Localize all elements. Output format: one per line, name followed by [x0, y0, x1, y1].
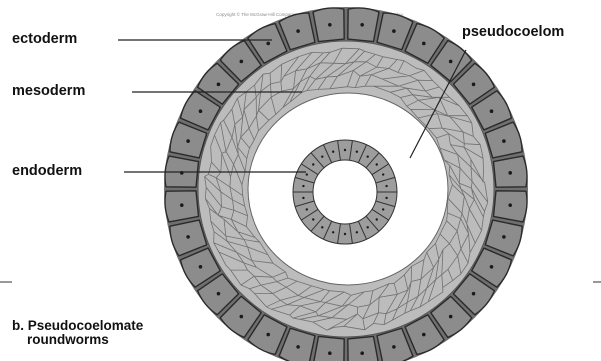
endoderm-nucleus	[321, 226, 323, 228]
figure-caption: b. Pseudocoelomate roundworms	[12, 319, 143, 347]
endoderm-nucleus	[367, 226, 369, 228]
endoderm-nucleus	[302, 185, 304, 187]
endoderm-nucleus	[332, 151, 334, 153]
ectoderm-nucleus	[490, 109, 494, 113]
endoderm-nucleus	[344, 233, 346, 235]
caption-line-1: b. Pseudocoelomate	[12, 319, 143, 333]
endoderm-nucleus	[306, 208, 308, 210]
ectoderm-nucleus	[392, 345, 396, 349]
ectoderm-nucleus	[266, 333, 270, 337]
ectoderm-nucleus	[508, 203, 512, 207]
endoderm-gut	[293, 140, 397, 244]
endoderm-nucleus	[321, 155, 323, 157]
ectoderm-nucleus	[217, 292, 221, 296]
endoderm-nucleus	[312, 218, 314, 220]
endoderm-nucleus	[385, 197, 387, 199]
ectoderm-nucleus	[472, 83, 476, 87]
ectoderm-nucleus	[328, 23, 332, 27]
endoderm-nucleus	[312, 163, 314, 165]
ectoderm-nucleus	[180, 203, 184, 207]
ectoderm-nucleus	[296, 345, 300, 349]
endoderm-nucleus	[302, 197, 304, 199]
ectoderm-nucleus	[328, 351, 332, 355]
ectoderm-nucleus	[360, 351, 364, 355]
ectoderm-nucleus	[217, 83, 221, 87]
ectoderm-nucleus	[199, 265, 203, 269]
endoderm-nucleus	[356, 231, 358, 233]
pseudocoelom-label: pseudocoelom	[462, 24, 564, 40]
ectoderm-cell	[313, 336, 344, 361]
ectoderm-nucleus	[199, 109, 203, 113]
endoderm-nucleus	[385, 185, 387, 187]
ectoderm-cell	[348, 336, 379, 361]
ectoderm-nucleus	[422, 333, 426, 337]
endoderm-nucleus	[382, 173, 384, 175]
endoderm-nucleus	[376, 163, 378, 165]
ectoderm-nucleus	[186, 235, 190, 239]
ectoderm-nucleus	[186, 139, 190, 143]
ectoderm-nucleus	[296, 29, 300, 33]
ectoderm-nucleus	[502, 235, 506, 239]
ectoderm-label: ectoderm	[12, 31, 77, 47]
ectoderm-nucleus	[490, 265, 494, 269]
ectoderm-nucleus	[472, 292, 476, 296]
caption-line-2: roundworms	[12, 333, 143, 347]
ectoderm-nucleus	[240, 315, 244, 319]
ectoderm-nucleus	[392, 29, 396, 33]
ectoderm-nucleus	[508, 171, 512, 175]
ectoderm-nucleus	[360, 23, 364, 27]
ectoderm-nucleus	[240, 60, 244, 64]
endoderm-nucleus	[344, 149, 346, 151]
endoderm-nucleus	[306, 173, 308, 175]
ectoderm-nucleus	[422, 42, 426, 46]
endoderm-nucleus	[382, 208, 384, 210]
ectoderm-nucleus	[449, 315, 453, 319]
ectoderm-nucleus	[449, 60, 453, 64]
endoderm-label: endoderm	[12, 163, 82, 179]
ectoderm-nucleus	[502, 139, 506, 143]
mesoderm-label: mesoderm	[12, 83, 85, 99]
endoderm-nucleus	[356, 151, 358, 153]
endoderm-nucleus	[376, 218, 378, 220]
endoderm-nucleus	[367, 155, 369, 157]
endoderm-nucleus	[332, 231, 334, 233]
ectoderm-nucleus	[266, 42, 270, 46]
